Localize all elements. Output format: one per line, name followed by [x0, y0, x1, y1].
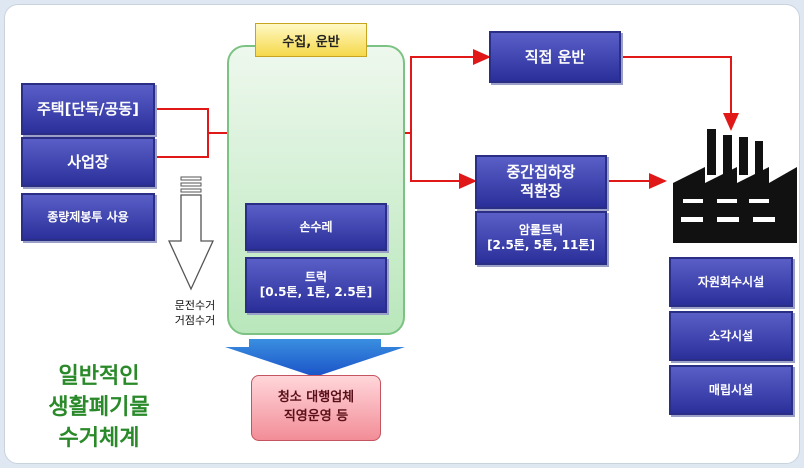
operator-line: 직영운영 등	[283, 409, 349, 424]
diagram-title: 일반적인 생활폐기물 수거체계	[29, 361, 169, 455]
facility-label: 매립시설	[708, 382, 754, 397]
truck-box: 트럭 [0.5톤, 1톤, 2.5톤]	[245, 257, 387, 313]
direct-to-facility-arrow	[621, 56, 739, 131]
truck-label: 트럭	[304, 270, 328, 284]
arm-roll-truck-capacity: [2.5톤, 5톤, 11톤]	[487, 238, 595, 252]
title-line: 수거체계	[58, 426, 140, 452]
collection-tag-label: 수집, 운반	[282, 34, 340, 50]
source-business-label: 사업장	[67, 152, 109, 171]
volume-bag-label: 종량제봉투 사용	[47, 209, 129, 224]
volume-bag-box: 종량제봉투 사용	[21, 193, 155, 241]
source-business-box: 사업장	[21, 137, 155, 187]
door-collection-label: 문전수거 거점수거	[155, 299, 235, 329]
landfill-facility-box: 매립시설	[669, 365, 793, 415]
blue-down-arrow	[225, 339, 405, 377]
door-collection-line: 문전수거	[174, 299, 216, 312]
collection-tag: 수집, 운반	[255, 23, 367, 57]
arm-roll-truck-label: 암롤트럭	[518, 223, 564, 237]
operator-box: 청소 대행업체 직영운영 등	[251, 375, 381, 441]
source-residential-label: 주택[단독/공동]	[37, 99, 139, 118]
transfer-station-line: 적환장	[520, 182, 562, 200]
transfer-station-line: 중간집하장	[506, 163, 576, 182]
resource-recovery-facility-box: 자원회수시설	[669, 257, 793, 307]
handcart-label: 손수레	[299, 219, 333, 234]
direct-transport-box: 직접 운반	[489, 31, 621, 83]
arm-roll-truck-box: 암롤트럭 [2.5톤, 5톤, 11톤]	[475, 211, 607, 265]
facility-label: 소각시설	[708, 328, 754, 343]
direct-transport-label: 직접 운반	[524, 47, 586, 66]
door-collection-arrow	[167, 176, 215, 291]
source-residential-box: 주택[단독/공동]	[21, 83, 155, 135]
facility-label: 자원회수시설	[697, 274, 765, 289]
truck-capacity: [0.5톤, 1톤, 2.5톤]	[259, 285, 373, 299]
incineration-facility-box: 소각시설	[669, 311, 793, 361]
transfer-station-box: 중간집하장 적환장	[475, 155, 607, 209]
title-line: 일반적인	[58, 364, 140, 389]
title-line: 생활폐기물	[48, 395, 150, 421]
operator-line: 청소 대행업체	[277, 390, 355, 406]
door-collection-line: 거점수거	[174, 313, 216, 327]
handcart-box: 손수레	[245, 203, 387, 251]
factory-icon	[673, 129, 797, 243]
diagram-frame: 일반적인 생활폐기물 수거체계 주택[단독/공동] 사업장 종량제봉투 사용 문…	[4, 4, 800, 464]
